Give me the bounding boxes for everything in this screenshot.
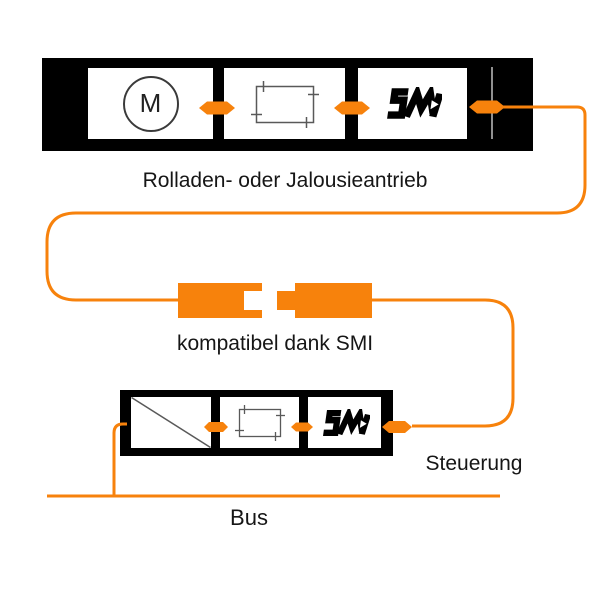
bus-label: Bus [230,505,268,530]
drive-electronics-cell [224,68,345,139]
controller-power-cell [131,397,211,448]
controller-electronics-cell [220,397,299,448]
smi-socket-icon [178,283,262,318]
smi-plug-icon [277,283,372,318]
motor-letter: M [139,88,162,118]
controller-smi-cell [308,397,381,448]
smi-logo-icon [386,87,442,119]
cable-socket-to-controller [372,298,515,428]
compatibility-label: kompatibel dank SMI [176,332,374,355]
motor-icon: M [122,75,179,132]
drive-smi-cell [358,68,467,139]
controller-label: Steuerung [425,452,523,475]
electronics-icon [250,80,319,128]
smi-logo-icon [322,408,370,436]
electronics-icon [234,404,285,441]
drive-motor-cell: M [88,68,213,139]
power-module-icon [131,397,211,448]
drive-unit: M [42,58,533,151]
controller-unit [120,390,393,456]
drive-end-divider [491,67,493,139]
drive-label: Rolladen- oder Jalousieantrieb [142,169,428,192]
